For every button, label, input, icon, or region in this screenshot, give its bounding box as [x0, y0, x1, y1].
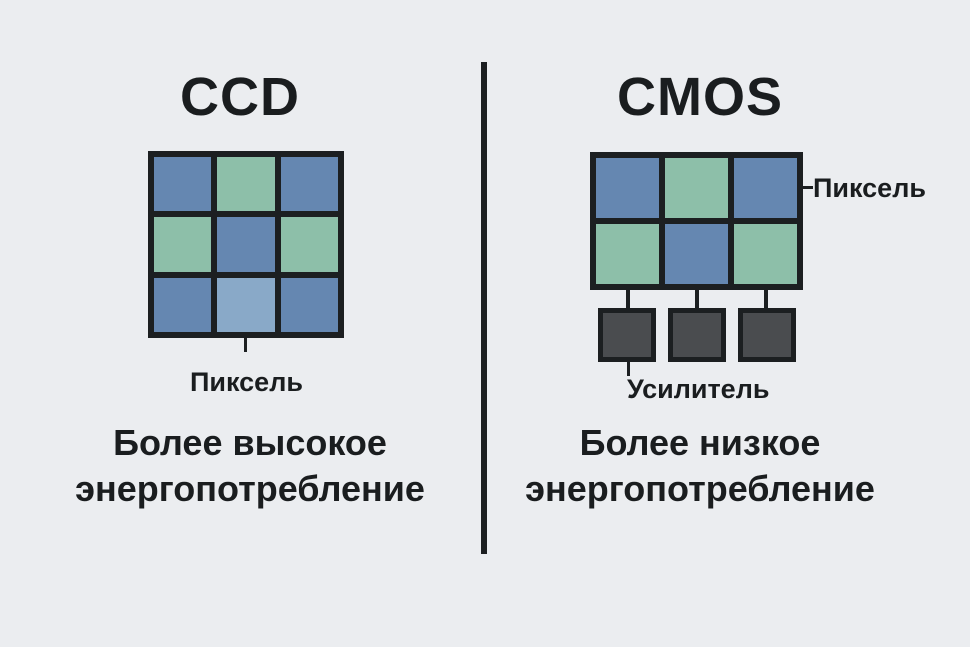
cmos-power-description: Более низкое энергопотребление: [500, 420, 900, 512]
cmos-pixel-label: Пиксель: [813, 173, 926, 203]
center-divider: [481, 62, 487, 554]
pixel-cell: [154, 157, 212, 212]
amplifier-wire: [764, 290, 768, 310]
pixel-cell: [734, 224, 797, 284]
ccd-pixel-leader-line: [244, 338, 247, 352]
amplifier-wire: [626, 290, 630, 310]
pixel-cell: [217, 217, 275, 272]
cmos-pixel-leader-line: [803, 186, 813, 189]
pixel-cell: [217, 277, 275, 332]
pixel-cell: [154, 277, 212, 332]
amplifier-wire: [695, 290, 699, 310]
ccd-pixel-label: Пиксель: [190, 367, 303, 397]
pixel-cell: [665, 158, 728, 218]
cmos-description-line2: энергопотребление: [525, 468, 875, 509]
ccd-power-description: Более высокое энергопотребление: [40, 420, 460, 512]
pixel-cell: [280, 277, 338, 332]
pixel-cell: [596, 158, 659, 218]
amplifier-block: [598, 308, 656, 362]
cmos-description-line1: Более низкое: [579, 422, 821, 463]
ccd-description-line2: энергопотребление: [75, 468, 425, 509]
amplifier-block: [668, 308, 726, 362]
cmos-title: CMOS: [617, 67, 783, 127]
pixel-cell: [280, 217, 338, 272]
ccd-title: CCD: [180, 67, 300, 127]
pixel-cell: [217, 157, 275, 212]
ccd-description-line1: Более высокое: [113, 422, 387, 463]
pixel-cell: [665, 224, 728, 284]
ccd-pixel-grid: [148, 151, 344, 338]
pixel-cell: [596, 224, 659, 284]
pixel-cell: [734, 158, 797, 218]
cmos-pixel-grid: [590, 152, 803, 290]
pixel-cell: [280, 157, 338, 212]
amplifier-label: Усилитель: [627, 374, 770, 404]
amplifier-block: [738, 308, 796, 362]
amplifier-leader-line: [627, 362, 630, 376]
pixel-cell: [154, 217, 212, 272]
